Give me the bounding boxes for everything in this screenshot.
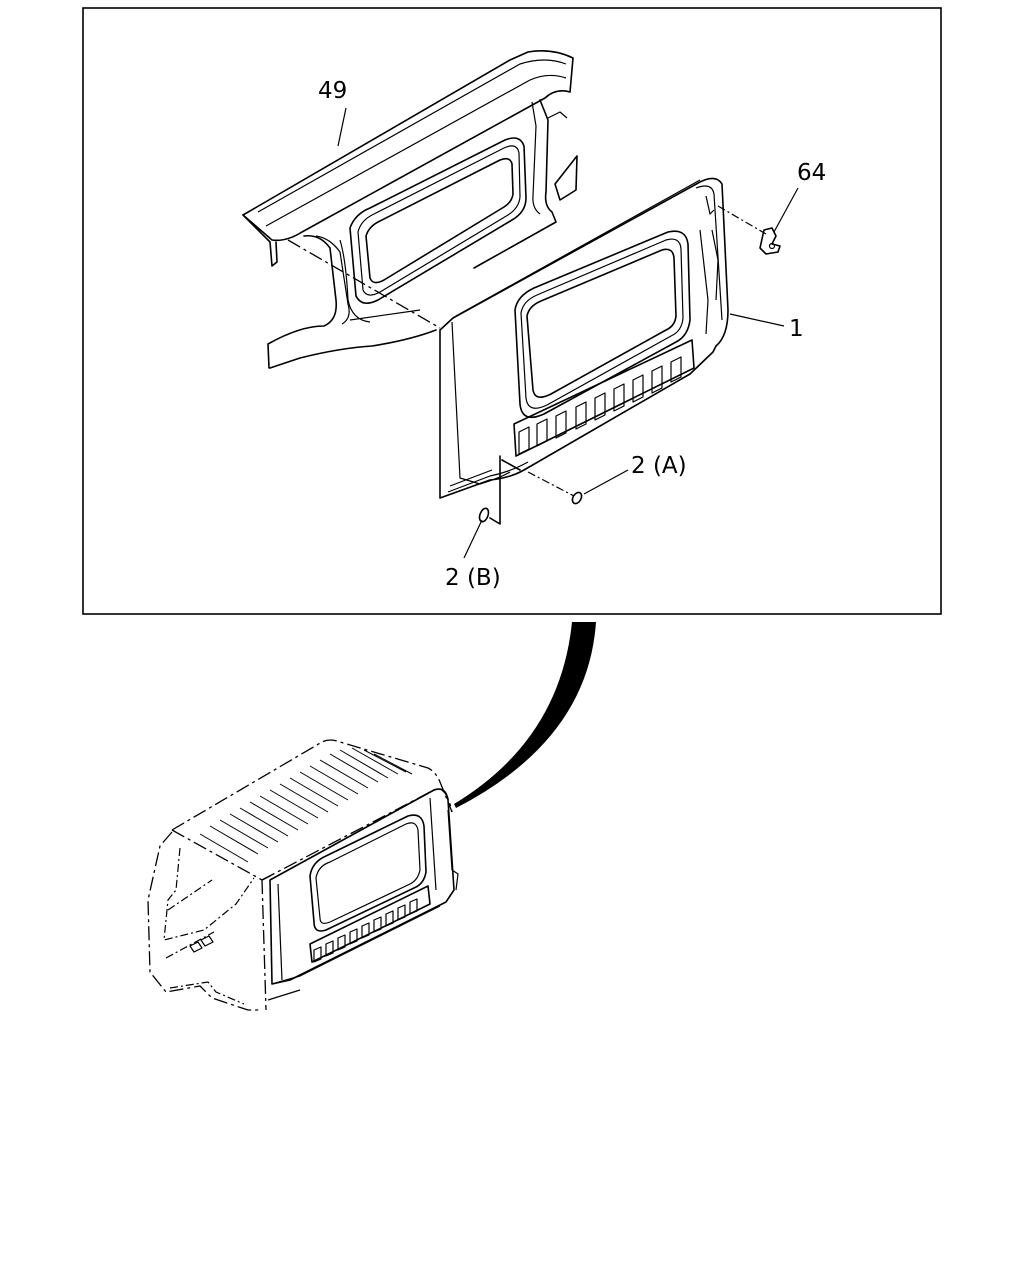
callout-1: 1 [789,316,804,342]
leader-lines [337,107,799,559]
clip [717,205,781,255]
roof-ribs [199,747,413,863]
detail-connector [454,622,596,808]
callout-2a: 2 (A) [631,453,687,479]
plug-2a [527,471,583,505]
rear-panel-vents [518,356,682,455]
detail-frame [82,7,942,615]
cab-overview [147,739,459,1011]
alignment-line-49 [287,239,441,329]
plug-2b [478,507,490,523]
callout-2b: 2 (B) [445,565,501,591]
upper-rear-panel [242,50,578,369]
callout-64: 64 [797,160,826,186]
cab-vents [313,898,418,963]
rear-panel [439,177,729,525]
callout-49: 49 [318,78,347,104]
